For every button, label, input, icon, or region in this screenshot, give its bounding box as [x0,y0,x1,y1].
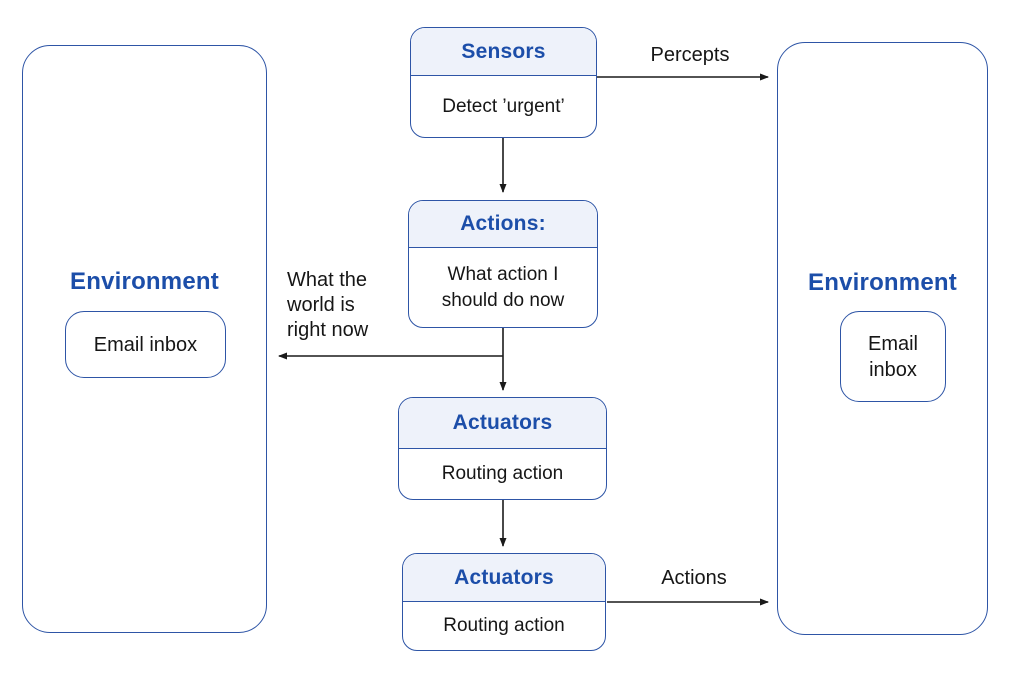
email-inbox-left-node: Email inbox [65,311,226,378]
actuators-top-node: Actuators Routing action [398,397,607,500]
actions-body: What action I should do now [441,263,565,311]
sensors-node: Sensors Detect ’urgent’ [410,27,597,138]
sensors-body: Detect ’urgent’ [442,95,565,117]
environment-right-title: Environment [808,269,957,296]
email-inbox-right-node: Email inbox [840,311,946,402]
sensors-title: Sensors [411,28,596,76]
actuators-bottom-body: Routing action [443,615,565,636]
actions-title: Actions: [409,201,597,248]
environment-right-node: Environment Email inbox [777,42,988,635]
actuators-bottom-node: Actuators Routing action [402,553,606,651]
percepts-edge-label: Percepts [650,44,730,66]
actuators-top-title: Actuators [399,398,606,449]
actuators-bottom-title: Actuators [403,554,605,602]
actions-node: Actions: What action I should do now [408,200,598,328]
actions-edge-label: Actions [661,567,727,589]
environment-left-title: Environment [70,268,219,295]
environment-left-node: Environment Email inbox [22,45,267,633]
actuators-top-body: Routing action [441,463,564,484]
world-state-edge-label: What the world is right now [287,269,369,341]
